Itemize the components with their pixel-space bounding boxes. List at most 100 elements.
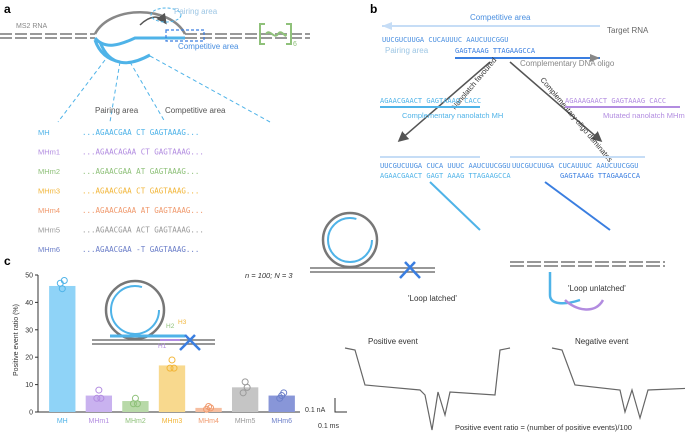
x-tick-label-mhm5: MHm5 [235,418,256,425]
seq-text-mhm3: ...AGAACGAA CT GAGTAAAG... [82,187,199,196]
y-axis-label: Positive event ratio (%) [13,304,20,376]
scale-bar [334,398,347,413]
target-arrow-head [382,22,392,30]
ms2-rna-strand-left [0,33,95,39]
ms2-rna-label: MS2 RNA [16,23,47,30]
right-displaced-strand [544,181,611,231]
left-top-seq: UUCGUCUUGA CUCA UUUC AAUCUUCGGU [380,162,511,170]
mh-seq: AGAACGAACT GAGTAAAG CACC [380,97,481,105]
scale-current: 0.1 nA [305,407,326,414]
hairpin-icon [265,31,287,37]
panel-a-letter: a [4,2,11,16]
loop-latched-label: 'Loop latched' [408,294,457,303]
inset-rna [92,339,215,345]
point-mh [60,276,68,284]
complementary-oligo-label: Complementary DNA oligo [520,59,615,68]
y-tick-label: 0 [29,410,33,417]
y-tick-label: 40 [25,300,33,307]
oligo-seq: GAGTAAAG TTAGAAGCCA [455,47,536,55]
inset-latch-cross [179,334,201,351]
seq-name-mhm3: MHm3 [38,187,60,196]
arrow-right-branch [509,61,603,142]
mhm1-seq: AGAAAGAACT GAGTAAAG CACC [565,97,666,105]
unlatched-strand [548,272,581,305]
latched-cross [399,261,421,279]
x-tick-label-mhm2: MHm2 [125,418,146,425]
target-seq: UUCGUCUUGA CUCAUUUC AAUCUUCGGU [382,36,508,44]
x-tick-label-mhm6: MHm6 [271,418,292,425]
negative-trace [551,347,685,421]
point-mhm4 [207,404,215,412]
ms2-rna-strand-right [185,33,310,39]
x-tick-label-mhm3: MHm3 [162,418,183,425]
negative-event-label: Negative event [575,337,629,346]
b-pairing-area: Pairing area [385,46,429,55]
inset-loop-inner [110,285,160,335]
seq-name-mhm4: MHm4 [38,206,60,215]
x-tick-label-mh: MH [57,418,68,425]
bar-mhm6 [268,395,295,412]
bar-mhm1 [85,395,113,412]
positive-trace [344,347,511,431]
mutated-nanolatch-label: Mutated nanolatch MHm1 [603,111,685,120]
y-tick-label: 50 [25,273,33,280]
y-tick-label: 30 [25,327,33,334]
point-mh [58,285,66,293]
right-bottom-seq: GAGTAAAG TTAGAAGCCA [560,172,641,180]
point-mhm3 [168,356,176,364]
latched-loop-inner [327,217,373,263]
zoom-lines [57,55,271,123]
right-top-seq: UUCGUCUUGA CUCAUUUC AAUCUUCGGU [512,162,638,170]
arrow-left-branch [397,61,491,142]
repeat-subscript: 6 [293,41,297,48]
seq-name-mhm1: MHm1 [38,148,60,157]
inset-loop-outer [104,279,166,341]
pairing-area-label: Pairing area [95,106,139,115]
pairing-arrow [139,12,167,26]
inset-schematic: H1 H2 H3 [92,279,215,351]
latched-rna [310,267,435,273]
competitive-area-box [165,29,205,42]
repeat-bracket-icon [259,23,292,45]
pairing-area-oval [150,7,182,23]
label-h2: H2 [166,323,175,330]
panel-a: a MS2 RNA Pairing area Competitive area … [0,2,310,254]
oligo-arrow-head [590,54,600,62]
target-rna-label: Target RNA [607,26,649,35]
y-tick-label: 10 [25,382,33,389]
bar-mhm3 [158,365,186,412]
latched-loop-outer [321,211,379,269]
b-competitive-area: Competitive area [470,13,531,22]
left-bottom-seq: AGAACGAACT GAGT AAAG TTAGAAGCCA [380,172,511,180]
left-displaced-strand [429,181,481,231]
seq-name-mhm6: MHm6 [38,245,60,254]
label-h3: H3 [178,319,187,326]
seq-text-mh: ...AGAACGAA CT GAGTAAAG... [82,128,199,137]
seq-text-mhm2: ...AGAACGAA AT GAGTAAAG... [82,167,199,176]
sequence-list: MH ...AGAACGAA CT GAGTAAAG... MHm1 ...AGAAC… [38,128,204,254]
rna-loop [93,11,187,35]
x-tick-label-mhm1: MHm1 [89,418,110,425]
point-mhm6 [280,389,288,397]
unlatched-rna [510,261,665,267]
panel-c-letter: c [4,254,11,268]
seq-text-mhm5: ...AGAACGAA ACT GAGTAAAG... [82,226,204,235]
seq-name-mhm5: MHm5 [38,226,60,235]
point-mhm5 [239,389,247,397]
competitive-area-top-label: Competitive area [178,42,239,51]
comp-nanolatch-label: Complementary nanolatch MH [402,111,503,120]
point-mhm2 [133,400,141,408]
seq-name-mh: MH [38,128,50,137]
point-mhm1 [97,394,105,402]
ratio-formula: Positive event ratio = (number of positi… [455,423,632,432]
label-h1: H1 [158,343,167,350]
competitive-area-label: Competitive area [165,106,226,115]
point-mhm4 [205,403,213,411]
seq-name-mhm2: MHm2 [38,167,60,176]
seq-text-mhm4: ...AGAACAGAA AT GAGTAAAG... [82,206,204,215]
bar-mh [49,285,76,412]
point-mhm3 [166,364,174,372]
point-mhm5 [243,383,251,391]
